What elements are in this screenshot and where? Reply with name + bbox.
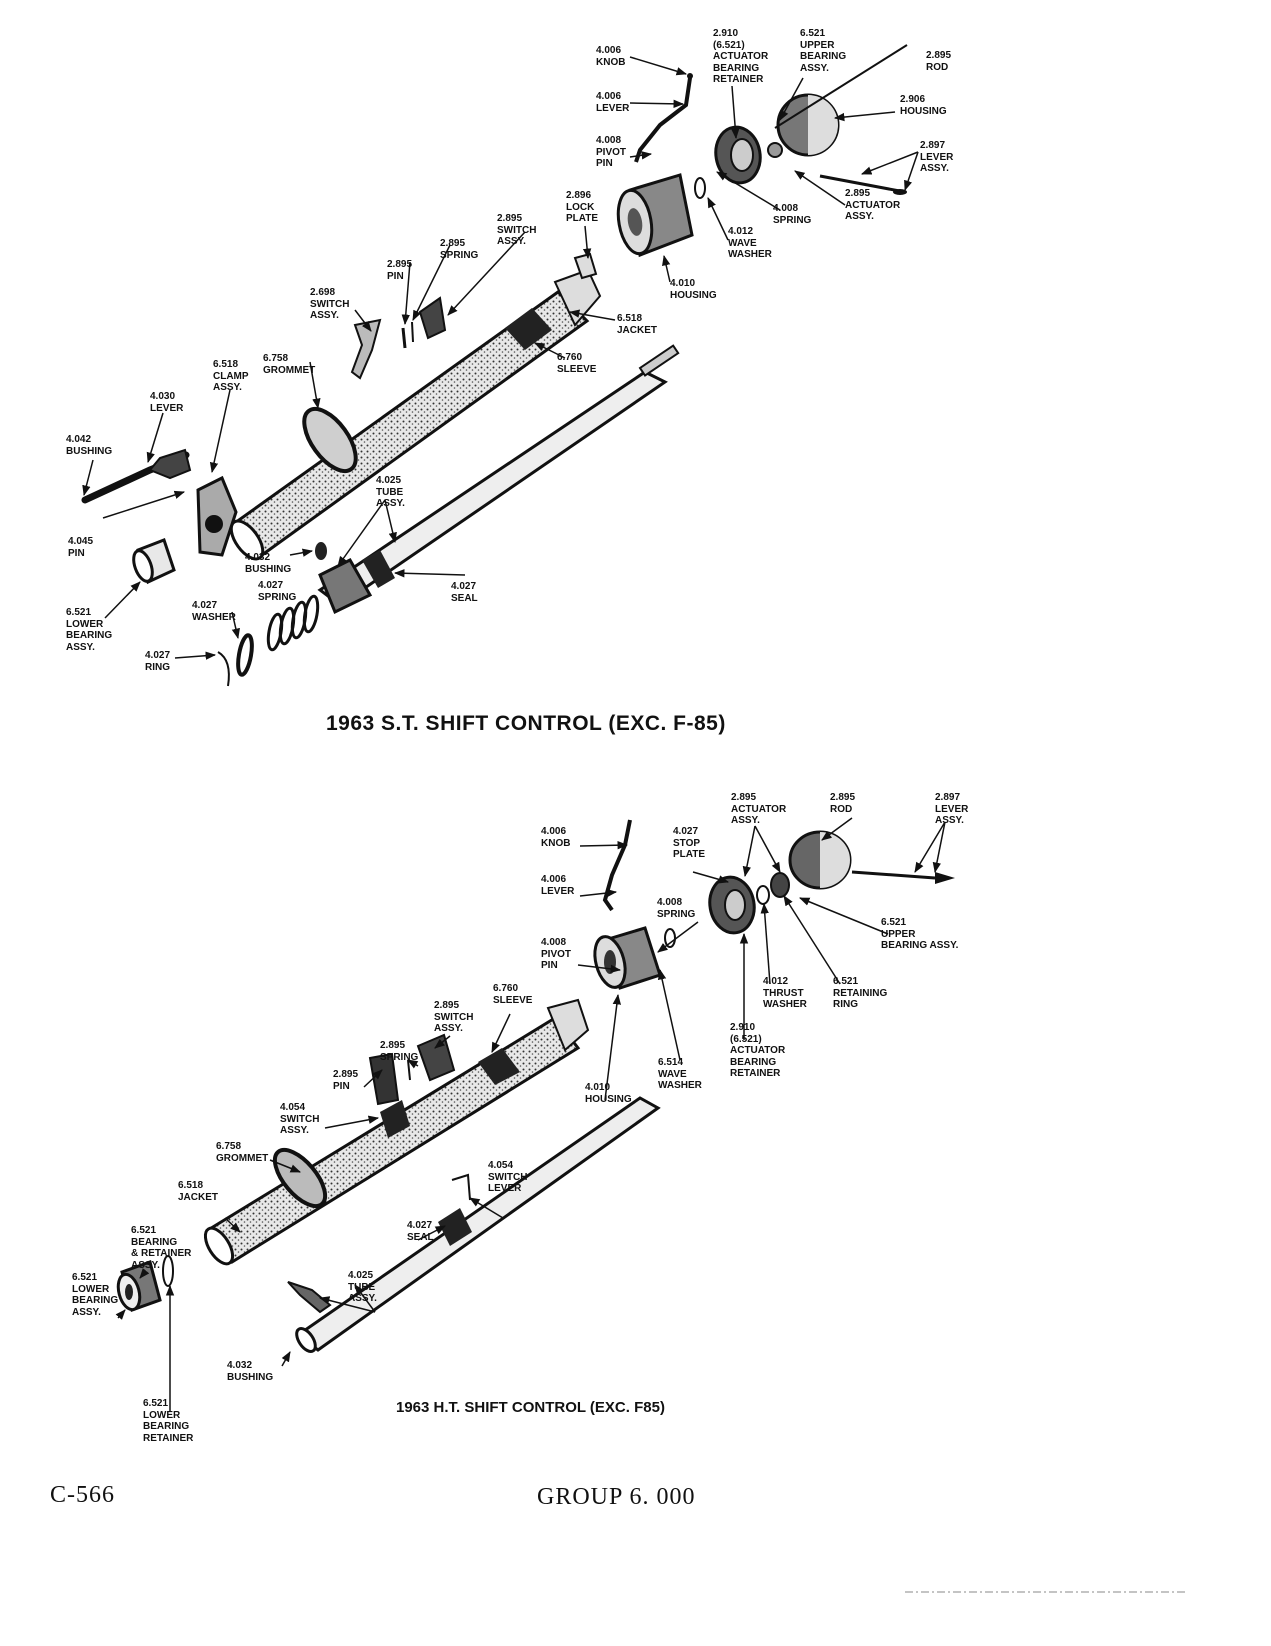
st-leader-lines: [82, 56, 919, 660]
label-ht-spring-2895: 2.895 SPRING: [380, 1040, 419, 1063]
label-st-jacket: 6.518 JACKET: [617, 313, 658, 336]
ht-grommet-part: [272, 1147, 328, 1209]
ht-diagram-title: 1963 H.T. SHIFT CONTROL (EXC. F85): [396, 1399, 665, 1416]
label-ht-pivot-pin: 4.008 PIVOT PIN: [541, 937, 572, 971]
label-st-spring-4027: 4.027 SPRING: [258, 580, 297, 603]
label-st-pivot-pin: 4.008 PIVOT PIN: [596, 135, 627, 169]
label-st-actuator-retainer: 2.910 (6.521) ACTUATOR BEARING RETAINER: [713, 28, 769, 85]
st-grommet-part: [302, 407, 358, 473]
label-st-ring: 4.027 RING: [145, 650, 171, 673]
label-ht-switch-2895: 2.895 SWITCH ASSY.: [434, 1000, 474, 1034]
label-ht-spring-4008: 4.008 SPRING: [657, 897, 696, 920]
label-st-lever-4006: 4.006 LEVER: [596, 91, 630, 114]
label-ht-tube: 4.025 TUBE ASSY.: [348, 1270, 377, 1304]
label-ht-lever-4006: 4.006 LEVER: [541, 874, 575, 897]
label-st-spring-2895: 2.895 SPRING: [440, 238, 479, 261]
ht-housing-part: [593, 926, 662, 990]
label-ht-grommet: 6.758 GROMMET: [216, 1141, 269, 1164]
ht-leader-lines: [115, 817, 946, 1412]
label-st-housing-4010: 4.010 HOUSING: [670, 278, 717, 301]
st-spring-coils: [266, 594, 320, 652]
label-ht-thrust-washer: 4.012 THRUST WASHER: [763, 976, 807, 1010]
label-ht-knob: 4.006 KNOB: [541, 826, 571, 849]
label-st-spring-4008: 4.008 SPRING: [773, 203, 812, 226]
label-ht-jacket: 6.518 JACKET: [178, 1180, 219, 1203]
label-ht-pin-2895: 2.895 PIN: [333, 1069, 359, 1092]
label-st-tube: 4.025 TUBE ASSY.: [376, 475, 405, 509]
label-ht-stop-plate: 4.027 STOP PLATE: [673, 826, 706, 860]
label-st-seal: 4.027 SEAL: [451, 581, 478, 604]
label-ht-lever-assy: 2.897 LEVER ASSY.: [935, 792, 969, 826]
label-ht-actuator-assy: 2.895 ACTUATOR ASSY.: [731, 792, 787, 826]
st-actuator-retainer-part: [714, 125, 783, 185]
label-st-rod: 2.895 ROD: [926, 50, 952, 73]
ht-upper-housing-part: [788, 830, 852, 890]
st-diagram-title: 1963 S.T. SHIFT CONTROL (EXC. F-85): [326, 712, 726, 735]
label-st-switch-2895: 2.895 SWITCH ASSY.: [497, 213, 537, 247]
label-ht-bushing-4032: 4.032 BUSHING: [227, 1360, 274, 1383]
label-st-bushing-4032: 4.032 BUSHING: [245, 552, 292, 575]
label-ht-retaining-ring: 6.521 RETAINING RING: [833, 976, 888, 1010]
label-ht-sleeve: 6.760 SLEEVE: [493, 983, 533, 1006]
ht-lower-bearing-part: [116, 1255, 174, 1312]
label-st-lever-assy: 2.897 LEVER ASSY.: [920, 140, 954, 174]
st-clamp-part: [196, 475, 238, 557]
label-ht-seal: 4.027 SEAL: [407, 1220, 434, 1243]
ht-actuator-retainer-part: [708, 872, 790, 935]
st-jacket-tube: [229, 268, 602, 561]
label-st-lever-4030: 4.030 LEVER: [150, 391, 184, 414]
label-ht-lower-retainer: 6.521 LOWER BEARING RETAINER: [143, 1398, 194, 1444]
page-code: C-566: [50, 1482, 115, 1508]
label-ht-lower-bearing: 6.521 LOWER BEARING ASSY.: [72, 1272, 119, 1318]
label-st-pin-4045: 4.045 PIN: [68, 536, 94, 559]
label-ht-housing: 4.010 HOUSING: [585, 1082, 632, 1105]
label-st-sleeve: 6.760 SLEEVE: [557, 352, 597, 375]
label-st-pin-2895: 2.895 PIN: [387, 259, 413, 282]
label-st-washer: 4.027 WASHER: [192, 600, 236, 623]
label-ht-upper-bearing: 6.521 UPPER BEARING ASSY.: [881, 917, 959, 951]
label-st-lock-plate: 2.896 LOCK PLATE: [566, 190, 599, 224]
label-ht-switch-4054: 4.054 SWITCH ASSY.: [280, 1102, 320, 1136]
st-housing-2906-part: [776, 93, 840, 157]
label-st-actuator-assy: 2.895 ACTUATOR ASSY.: [845, 188, 901, 222]
st-diagram: [81, 44, 919, 687]
st-lower-bearing-part: [132, 538, 176, 585]
label-st-lower-bearing: 6.521 LOWER BEARING ASSY.: [66, 607, 113, 653]
label-ht-switch-lever: 4.054 SWITCH LEVER: [488, 1160, 528, 1194]
label-st-clamp: 6.518 CLAMP ASSY.: [213, 359, 249, 393]
label-ht-rod: 2.895 ROD: [830, 792, 856, 815]
group-number: GROUP 6. 000: [537, 1484, 696, 1510]
label-st-bushing-4042: 4.042 BUSHING: [66, 434, 113, 457]
label-ht-bearing-retainer: 6.521 BEARING & RETAINER ASSY.: [131, 1225, 192, 1271]
label-st-grommet: 6.758 GROMMET: [263, 353, 316, 376]
ht-diagram: [115, 817, 955, 1412]
ht-tube-part: [287, 1096, 661, 1353]
label-st-housing-2906: 2.906 HOUSING: [900, 94, 947, 117]
label-st-upper-bearing: 6.521 UPPER BEARING ASSY.: [800, 28, 847, 74]
label-st-wave-washer: 4.012 WAVE WASHER: [728, 226, 772, 260]
label-ht-actuator-retainer: 2.910 (6.521) ACTUATOR BEARING RETAINER: [730, 1022, 786, 1079]
label-st-switch-2698: 2.698 SWITCH ASSY.: [310, 287, 350, 321]
label-st-knob: 4.006 KNOB: [596, 45, 626, 68]
label-ht-wave-washer: 6.514 WAVE WASHER: [658, 1057, 702, 1091]
st-housing-part: [616, 173, 694, 258]
